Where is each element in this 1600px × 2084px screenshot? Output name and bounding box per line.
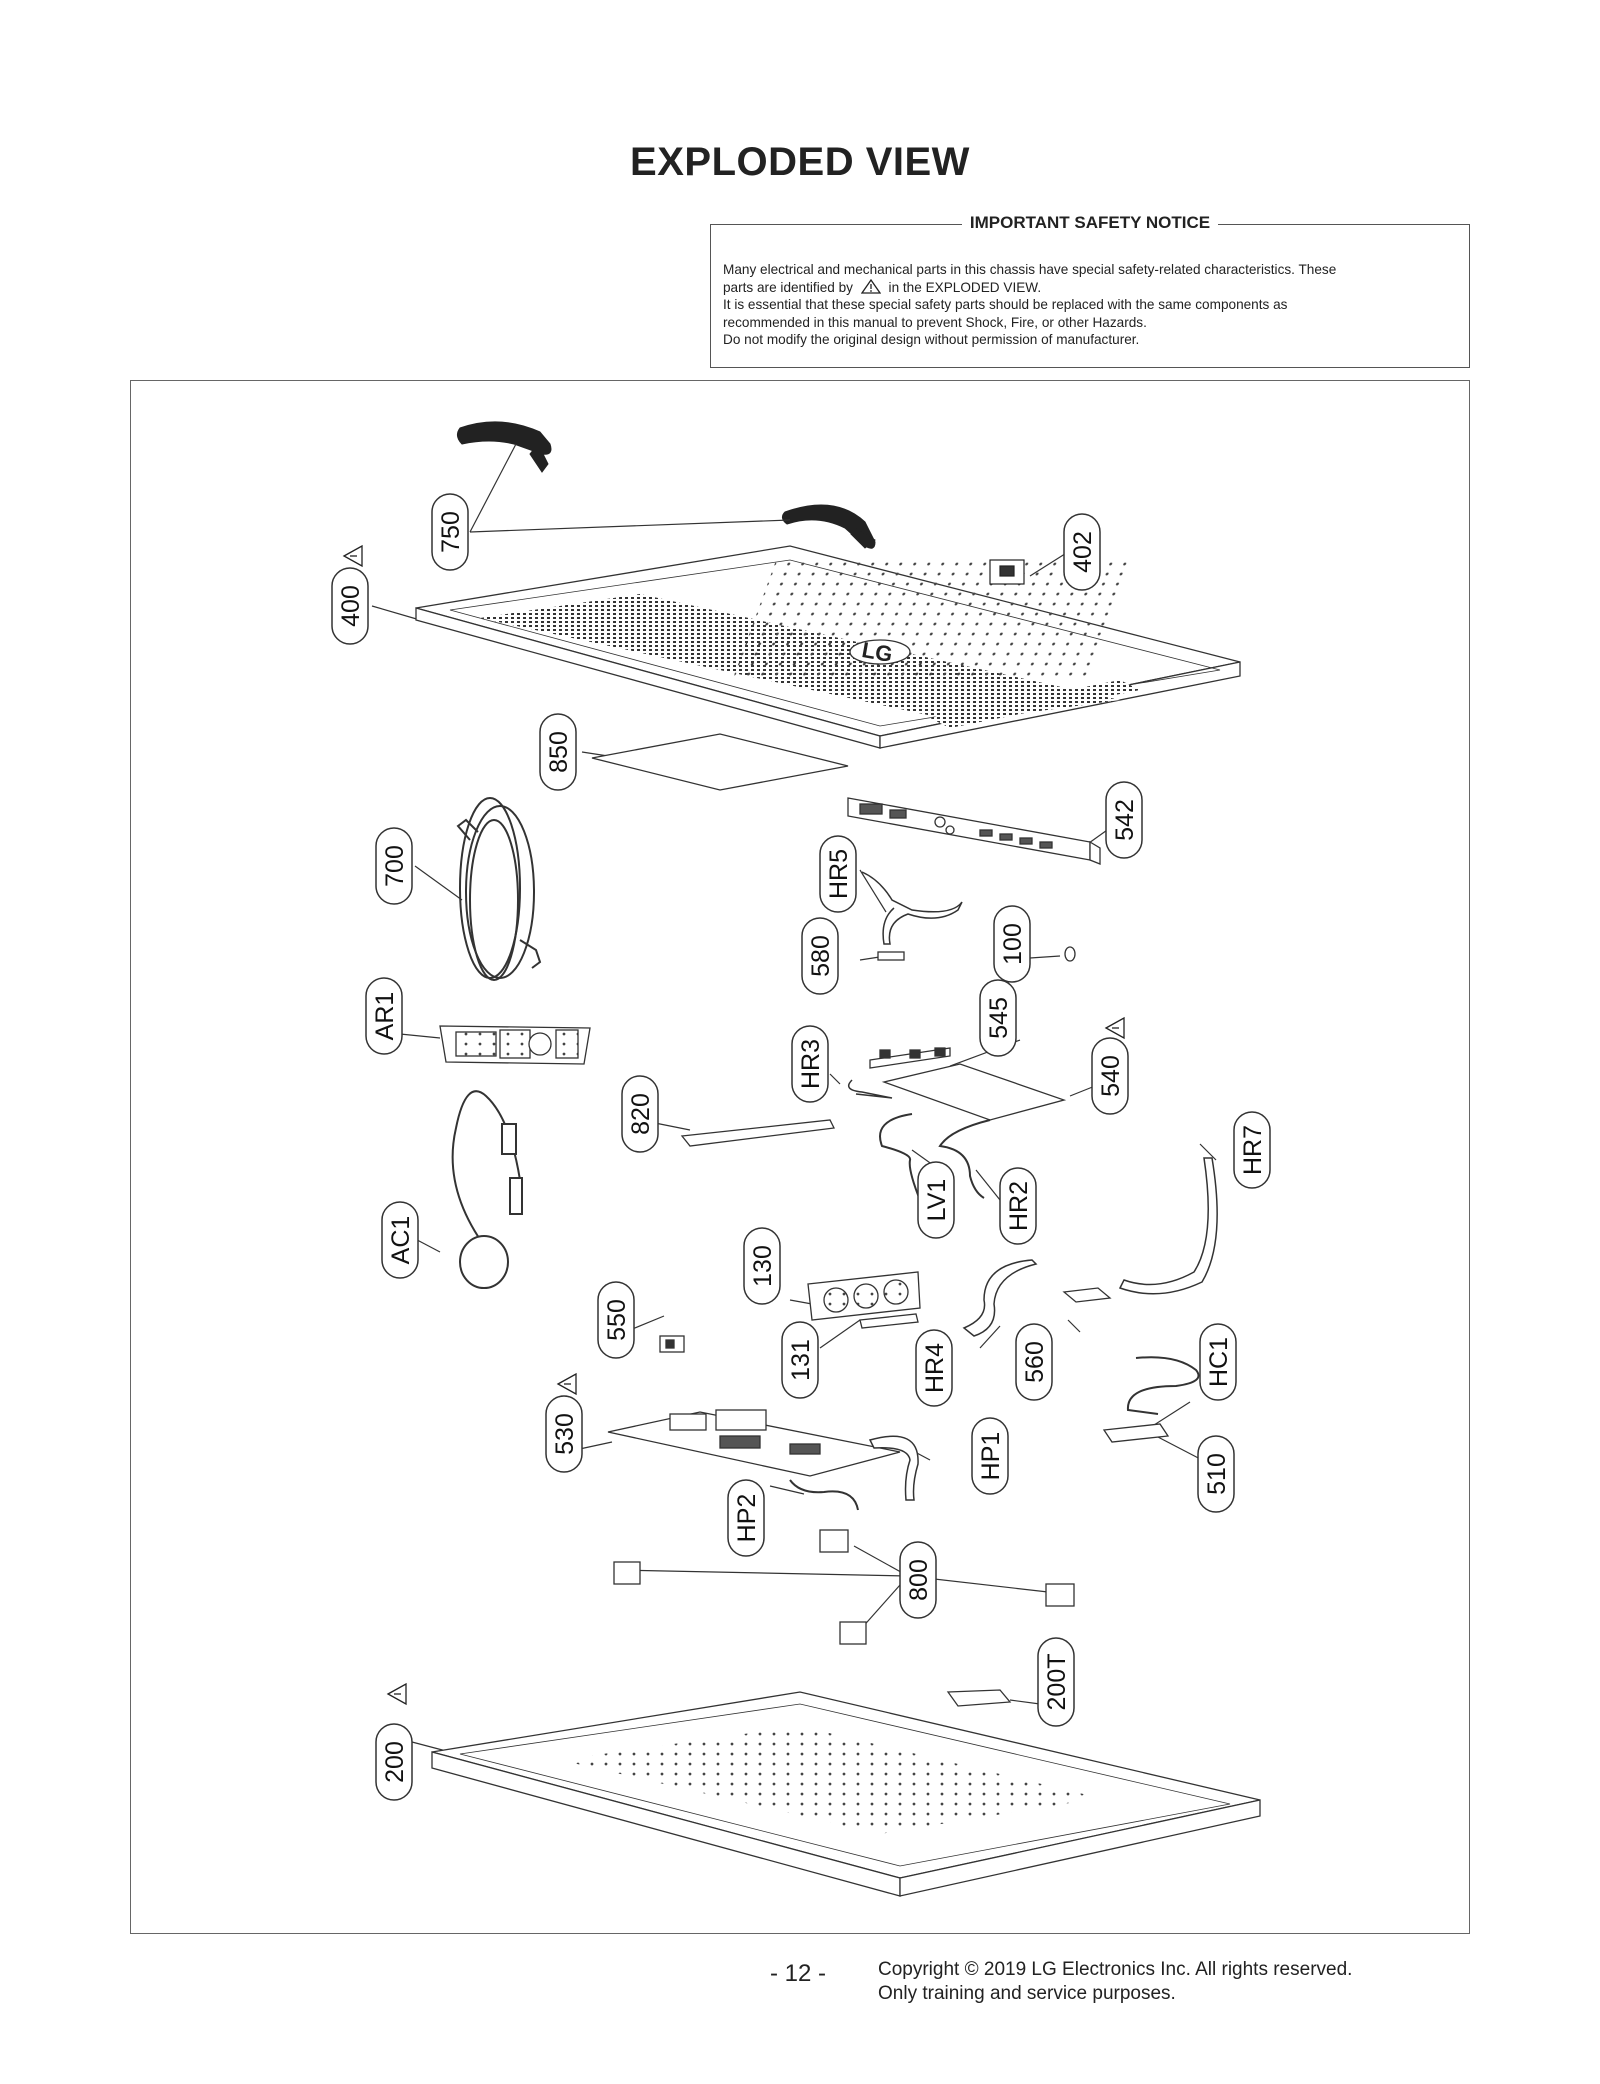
remote-part-ar1: [439, 1025, 591, 1065]
callout-hr5: HR5: [825, 849, 853, 899]
callout-lv1: LV1: [923, 1179, 951, 1222]
callout-hp1: HP1: [977, 1432, 1005, 1481]
callout-530: 530: [551, 1413, 579, 1455]
callout-200t: 200T: [1043, 1654, 1071, 1711]
safety-notice-box: IMPORTANT SAFETY NOTICE Many electrical …: [710, 213, 1470, 368]
callout-hr7: HR7: [1239, 1125, 1267, 1175]
power-cord-part-700: [456, 797, 542, 981]
callout-700: 700: [381, 845, 409, 887]
callout-hc1: HC1: [1205, 1337, 1233, 1387]
notice-line-3: It is essential that these special safet…: [723, 297, 1288, 312]
warning-triangle-icon: [556, 1372, 577, 1396]
diagram-frame: [130, 380, 1470, 1934]
cable-hp2: [789, 1479, 859, 1511]
callouts: 750 400 402 850 542 700 HR5 580 100 AR1 …: [331, 493, 1271, 1801]
safety-markers: [342, 544, 1125, 1706]
bracket-part-131: [859, 1313, 919, 1329]
usage-text: Only training and service purposes.: [878, 1983, 1176, 2004]
copyright-text: Copyright © 2019 LG Electronics Inc. All…: [878, 1959, 1353, 1980]
cable-hp1: [868, 1435, 919, 1501]
strip-part-820: [680, 1119, 835, 1147]
cable-hr4: [962, 1259, 1038, 1337]
warning-triangle-icon: [386, 1682, 407, 1706]
cable-hr3: [847, 1079, 893, 1099]
cable-part-ac1: [451, 1090, 523, 1289]
notice-line-1: Many electrical and mechanical parts in …: [723, 262, 1337, 277]
callout-100: 100: [999, 923, 1027, 965]
callout-hp2: HP2: [733, 1494, 761, 1543]
safety-notice-text: Many electrical and mechanical parts in …: [723, 261, 1457, 349]
main-board-part-530: [607, 1409, 901, 1477]
callout-545: 545: [985, 997, 1013, 1039]
part-550: [659, 1335, 685, 1353]
board-part-200t: [946, 1689, 1012, 1707]
callout-402: 402: [1069, 531, 1097, 573]
page-title: EXPLODED VIEW: [630, 140, 970, 184]
frame-part-200: [431, 1691, 1261, 1897]
cable-lv1: [879, 1113, 921, 1201]
callout-400: 400: [337, 585, 365, 627]
bracket-part-402: [989, 559, 1025, 585]
callout-ar1: AR1: [371, 992, 399, 1041]
callout-510: 510: [1203, 1453, 1231, 1495]
warning-triangle-icon: [342, 544, 363, 568]
callout-820: 820: [627, 1093, 655, 1135]
callout-hr2: HR2: [1005, 1181, 1033, 1231]
callout-131: 131: [787, 1339, 815, 1381]
callout-580: 580: [807, 935, 835, 977]
back-cover-part-400: LG: [415, 545, 1241, 749]
warning-triangle-icon: [860, 278, 882, 294]
callout-750: 750: [437, 511, 465, 553]
callout-800: 800: [905, 1559, 933, 1601]
cable-hr2: [938, 1119, 991, 1199]
lg-logo: LG: [860, 637, 894, 667]
cable-hr7: [1118, 1157, 1218, 1295]
callout-540: 540: [1097, 1055, 1125, 1097]
connector-part-580: [877, 951, 905, 961]
cable-hc1: [1126, 1356, 1200, 1415]
page-number: - 12 -: [770, 1960, 827, 1987]
bracket-part-800: [613, 1529, 1075, 1645]
notice-line-4: recommended in this manual to prevent Sh…: [723, 314, 1147, 330]
notice-line-5: Do not modify the original design withou…: [723, 332, 1140, 347]
safety-notice-title: IMPORTANT SAFETY NOTICE: [961, 213, 1219, 232]
io-bracket-part-542: [847, 797, 1101, 865]
part-100: [1064, 946, 1076, 962]
callout-130: 130: [749, 1245, 777, 1287]
notice-line-2a: parts are identified by: [723, 279, 853, 295]
callout-200: 200: [381, 1741, 409, 1783]
copyright-block: Copyright © 2019 LG Electronics Inc. All…: [878, 1958, 1352, 2006]
callout-hr4: HR4: [921, 1343, 949, 1393]
callout-ac1: AC1: [387, 1216, 415, 1265]
notice-line-2b: in the EXPLODED VIEW.: [888, 279, 1042, 295]
callout-550: 550: [603, 1299, 631, 1341]
sheet-part-850: [591, 733, 849, 791]
callout-hr3: HR3: [797, 1039, 825, 1089]
callout-850: 850: [545, 731, 573, 773]
handle-part-750: [456, 421, 876, 549]
board-part-560: [1062, 1287, 1112, 1303]
callout-542: 542: [1111, 799, 1139, 841]
board-part-540: [869, 1047, 1067, 1121]
cable-hr5: [861, 871, 963, 945]
warning-triangle-icon: [1104, 1016, 1125, 1040]
speaker-part-130: [807, 1271, 921, 1321]
board-part-510: [1102, 1423, 1170, 1443]
callout-560: 560: [1021, 1341, 1049, 1383]
